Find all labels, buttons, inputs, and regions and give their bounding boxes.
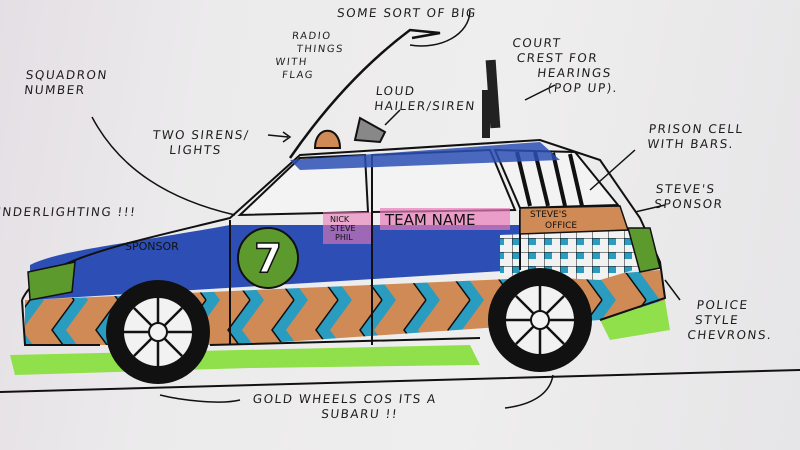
label-line: RADIO — [291, 31, 333, 42]
radio-things-label: RADIO THINGS WITH FLAG — [275, 30, 346, 82]
annotation-arrows — [91, 9, 681, 409]
team-name-text: TEAM NAME — [384, 211, 476, 229]
prison-cell-label: PRISON CELL WITH BARS. — [646, 122, 745, 152]
crew-name-3: PHIL — [335, 233, 353, 242]
label-line: HAILER/SIREN — [373, 99, 477, 113]
label-line: WITH BARS. — [646, 137, 735, 151]
radio-antenna — [288, 28, 441, 159]
label-line: STYLE — [694, 313, 740, 327]
label-line: SUBARU !! — [320, 407, 399, 421]
front-wheel — [106, 280, 210, 384]
crew-name-2: STEVE — [330, 224, 356, 233]
steves-sponsor-label: STEVE'S SPONSOR — [653, 182, 725, 212]
crew-highlight — [323, 212, 371, 244]
rear-wheel — [488, 268, 592, 372]
squadron-roundel — [237, 227, 299, 289]
label-line: PRISON CELL — [648, 122, 745, 136]
label-line: GOLD WHEELS COS ITS A — [252, 392, 438, 406]
two-sirens-label: TWO SIRENS/ LIGHTS — [150, 128, 250, 158]
ground-line — [0, 369, 800, 393]
police-chevrons-label: POLICE STYLE CHEVRONS. — [687, 298, 777, 343]
crew-name-1: NICK — [330, 215, 350, 224]
gold-wheels-label: GOLD WHEELS COS ITS A SUBARU !! — [250, 392, 437, 422]
label-line: LOUD — [375, 84, 417, 98]
label-line: (POP UP). — [546, 81, 619, 95]
loud-hailer — [353, 116, 387, 144]
team-name-highlight — [380, 208, 510, 230]
label-line: HEARINGS — [536, 66, 613, 80]
label-line: SQUADRON — [25, 68, 109, 82]
loud-hailer-label: LOUD HAILER/SIREN — [373, 84, 478, 114]
squadron-number-text: 7 — [254, 236, 282, 282]
court-crest-label: COURT CREST FOR HEARINGS (POP UP). — [507, 36, 624, 96]
label-line: STEVE'S — [655, 182, 717, 196]
label-line: LIGHTS — [168, 143, 223, 157]
label-line: NUMBER — [23, 83, 87, 97]
sponsor-text: SPONSOR — [125, 240, 179, 253]
underlighting-glow — [10, 345, 480, 375]
label-line: SOME SORT OF BIG — [336, 6, 478, 20]
label-line: CREST FOR — [516, 51, 599, 65]
label-line: TWO SIRENS/ — [152, 128, 251, 142]
label-line: THINGS — [296, 44, 345, 55]
underlighting-label: UNDERLIGHTING !!! — [0, 205, 137, 220]
underlighting-glow-rear — [600, 300, 670, 340]
label-line: UNDERLIGHTING !!! — [0, 205, 138, 219]
roof-stripe — [290, 142, 560, 170]
tail-light — [627, 227, 661, 273]
label-line: POLICE — [695, 298, 750, 312]
label-line: FLAG — [281, 70, 315, 81]
prison-bars — [515, 151, 584, 207]
label-line: SPONSOR — [653, 197, 725, 211]
squadron-number-label: SQUADRON NUMBER — [23, 68, 109, 98]
checker-band — [500, 230, 660, 280]
siren-light — [313, 129, 342, 149]
headlight — [27, 261, 76, 301]
label-line: WITH — [274, 57, 309, 68]
label-line: COURT — [511, 36, 563, 50]
office-text-1: STEVE'S — [530, 210, 567, 220]
some-sort-of-big-label: SOME SORT OF BIG — [336, 6, 477, 21]
office-text-2: OFFICE — [545, 221, 577, 231]
label-line: CHEVRONS. — [686, 328, 774, 342]
